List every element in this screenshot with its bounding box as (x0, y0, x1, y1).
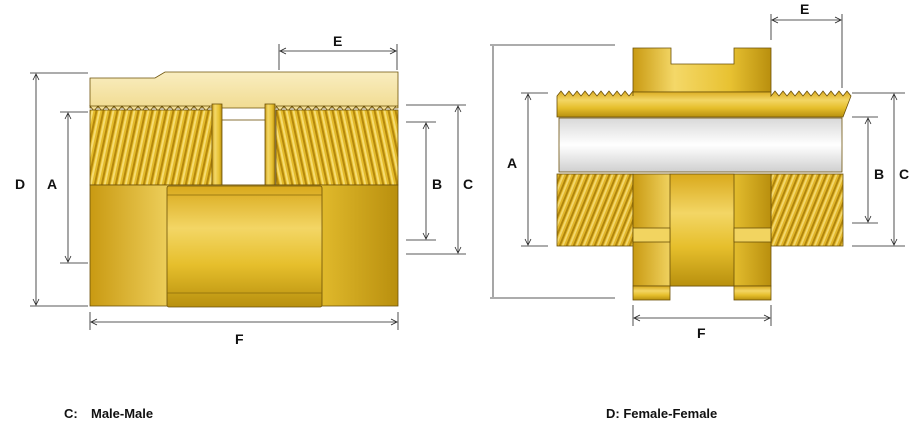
right-foot-right (733, 285, 772, 301)
right-label-f: F (697, 325, 706, 341)
left-post-right (264, 103, 276, 186)
right-caption: D: Female-Female (606, 406, 718, 421)
right-label-a: A (507, 155, 517, 171)
left-label-a: A (47, 176, 57, 192)
left-caption-text: Male-Male (91, 406, 154, 421)
right-thread-right (770, 173, 844, 247)
right-top-castle (632, 47, 772, 93)
left-thread-right (275, 109, 399, 186)
left-label-d: D (15, 176, 25, 192)
right-dimensions (490, 14, 905, 326)
right-center-column (669, 173, 735, 287)
right-label-b: B (874, 166, 884, 182)
left-caption-code: C: (64, 406, 78, 421)
right-label-c: C (899, 166, 909, 182)
left-dimensions (30, 44, 466, 330)
left-slot (221, 119, 266, 186)
left-post-left (211, 103, 223, 186)
right-tab-right (733, 227, 772, 243)
left-label-c: C (463, 176, 473, 192)
right-label-e: E (800, 1, 809, 17)
right-foot-left (632, 285, 671, 301)
left-center-boss (166, 185, 323, 308)
right-top-flange (556, 89, 852, 118)
right-bore (558, 117, 843, 173)
female-female-fitting (556, 47, 852, 301)
left-label-f: F (235, 331, 244, 347)
left-head (89, 71, 399, 109)
left-thread-left (89, 109, 215, 186)
right-thread-left (556, 173, 634, 247)
left-label-b: B (432, 176, 442, 192)
right-tab-left (632, 227, 671, 243)
left-label-e: E (333, 33, 342, 49)
male-male-fitting (89, 71, 399, 308)
